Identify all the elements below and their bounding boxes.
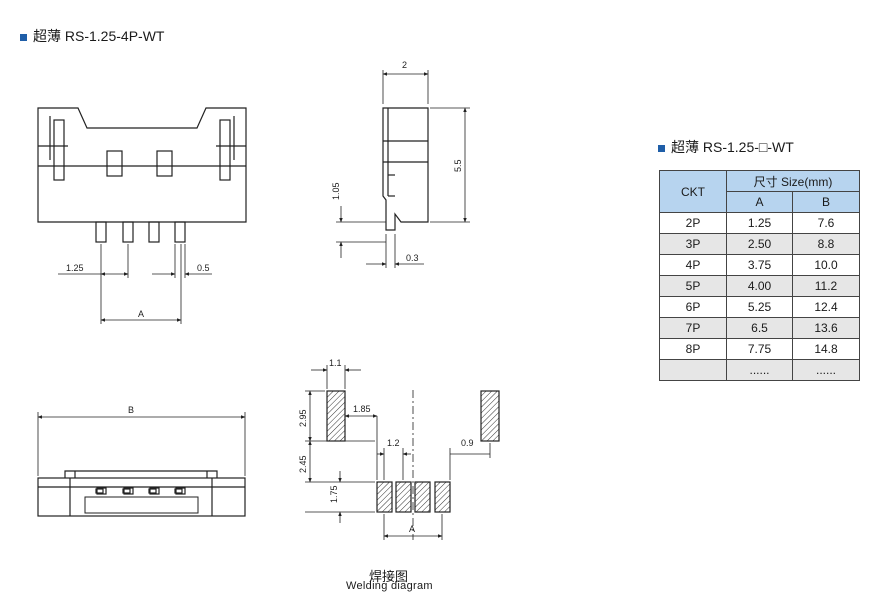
- header-ckt: CKT: [659, 170, 727, 213]
- weld-small-h-label: 1.75: [329, 485, 339, 503]
- weld-pad-pitch-label: 1.2: [387, 438, 400, 448]
- cell-b: 7.6: [792, 212, 860, 234]
- cell-a: 6.5: [726, 317, 793, 339]
- cell-ckt: 7P: [659, 317, 727, 339]
- dim-top-label: 2: [402, 60, 407, 70]
- cell-ckt: 2P: [659, 212, 727, 234]
- cell-a: 4.00: [726, 275, 793, 297]
- table-title: 超薄 RS-1.25-□-WT: [658, 137, 794, 157]
- weld-pad-h-label: 2.95: [298, 409, 308, 427]
- page-title: 超薄 RS-1.25-4P-WT: [20, 26, 164, 46]
- cell-ckt: 6P: [659, 296, 727, 318]
- dim-pin-label: 0.5: [197, 263, 210, 273]
- dim-b-label: B: [128, 405, 134, 415]
- cell-a: 5.25: [726, 296, 793, 318]
- cell-b: 11.2: [792, 275, 860, 297]
- header-b: B: [792, 191, 860, 213]
- cell-b: 8.8: [792, 233, 860, 255]
- weld-gap-label: 1.85: [353, 404, 371, 414]
- cell-a: ......: [726, 359, 793, 381]
- cell-b: 14.8: [792, 338, 860, 360]
- front-view: [37, 107, 247, 324]
- header-size: 尺寸 Size(mm): [726, 170, 860, 192]
- weld-pad-side-label: 0.9: [461, 438, 474, 448]
- cell-b: 12.4: [792, 296, 860, 318]
- cell-a: 7.75: [726, 338, 793, 360]
- cell-b: 10.0: [792, 254, 860, 276]
- dim-left-label: 1.05: [331, 182, 341, 200]
- cell-a: 1.25: [726, 212, 793, 234]
- cell-b: ......: [792, 359, 860, 381]
- welding-caption-en: Welding diagram: [346, 580, 433, 592]
- side-view: [336, 70, 470, 268]
- cell-a: 2.50: [726, 233, 793, 255]
- bottom-view: [37, 412, 246, 517]
- dim-pitch-label: 1.25: [66, 263, 84, 273]
- cell-ckt: [659, 359, 727, 381]
- header-a: A: [726, 191, 793, 213]
- table-header-row: CKT 尺寸 Size(mm): [659, 170, 860, 213]
- table-row: ............: [659, 359, 860, 381]
- cell-ckt: 3P: [659, 233, 727, 255]
- weld-a-label: A: [409, 524, 415, 534]
- dim-bottom-label: 0.3: [406, 253, 419, 263]
- cell-a: 3.75: [726, 254, 793, 276]
- cell-ckt: 5P: [659, 275, 727, 297]
- weld-pad-w-label: 1.1: [329, 358, 342, 368]
- bullet-square-icon: [658, 144, 665, 152]
- cell-ckt: 4P: [659, 254, 727, 276]
- welding-caption-cn: 焊接图: [369, 569, 409, 584]
- cell-b: 13.6: [792, 317, 860, 339]
- welding-diagram: [305, 365, 500, 540]
- page-title-text: 超薄 RS-1.25-4P-WT: [33, 28, 165, 44]
- cell-ckt: 8P: [659, 338, 727, 360]
- table-title-text: 超薄 RS-1.25-□-WT: [671, 139, 794, 155]
- weld-row-gap-label: 2.45: [298, 455, 308, 473]
- bullet-square-icon: [20, 33, 27, 41]
- dim-a-label: A: [138, 309, 144, 319]
- dim-height-label: 5.5: [453, 159, 463, 172]
